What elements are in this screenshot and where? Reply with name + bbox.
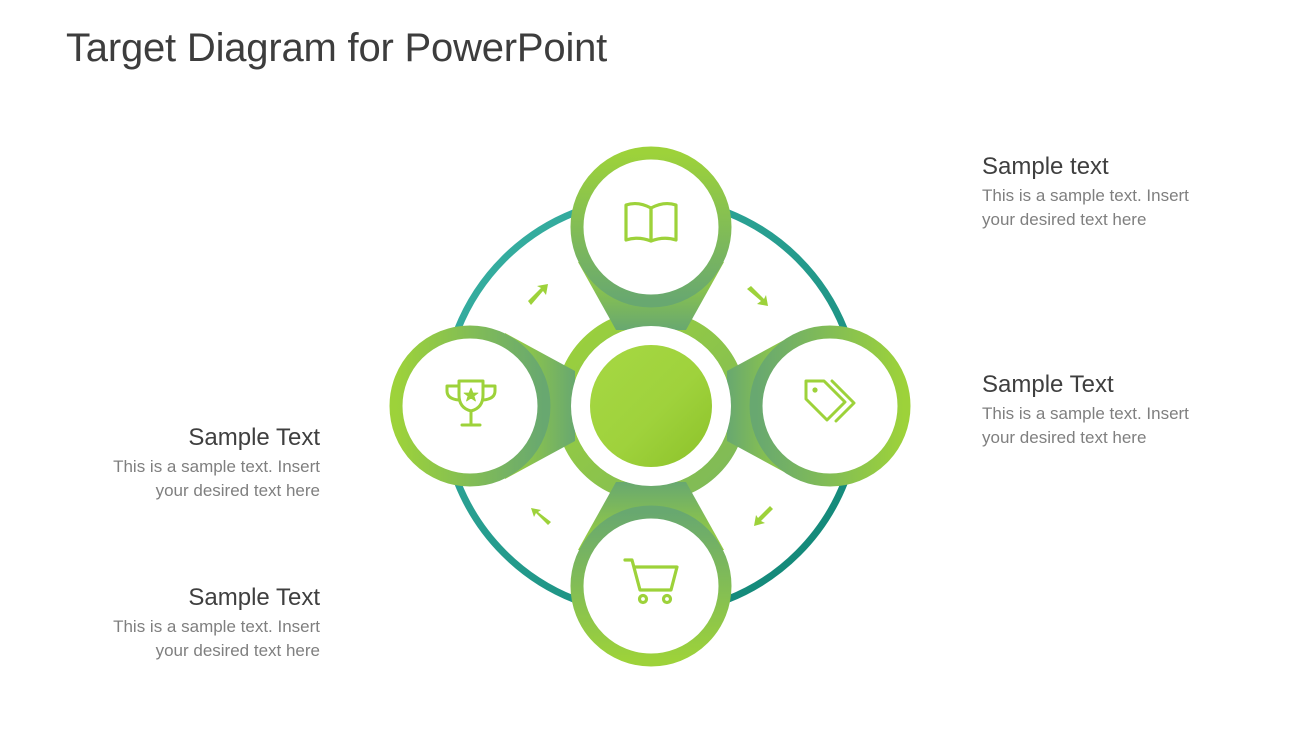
text-block-bottom-left: Sample Text This is a sample text. Inser… [60,583,320,663]
block-body: This is a sample text. Insert your desir… [982,184,1242,232]
center-disc [590,345,712,467]
open-book-icon [624,201,678,243]
block-body-line: your desired text here [155,481,320,500]
block-body-line: This is a sample text. Insert [982,404,1189,423]
block-heading: Sample Text [188,424,320,451]
price-tags-icon [804,379,856,423]
shopping-cart-icon [623,558,679,605]
arrow-down-left-icon [754,506,773,526]
block-body-line: This is a sample text. Insert [113,617,320,636]
block-body: This is a sample text. Insert your desir… [60,455,320,503]
arrow-up-right-icon [528,284,548,305]
block-body: This is a sample text. Insert your desir… [982,402,1242,450]
node-left[interactable] [389,325,551,487]
page-title: Target Diagram for PowerPoint [66,26,608,70]
block-heading: Sample Text [188,584,320,611]
arrow-down-right-icon [747,286,768,306]
block-heading: Sample text [982,153,1109,180]
node-top[interactable] [570,146,732,308]
block-body-line: your desired text here [155,641,320,660]
block-body-line: This is a sample text. Insert [982,186,1189,205]
arrow-up-left-icon [531,508,551,525]
block-body-line: your desired text here [982,210,1147,229]
block-heading: Sample Text [982,371,1114,398]
trophy-icon [445,379,497,427]
block-body: This is a sample text. Insert your desir… [60,615,320,663]
text-block-middle-right: Sample Text This is a sample text. Inser… [982,370,1242,450]
node-bottom[interactable] [570,505,732,667]
text-block-middle-left: Sample Text This is a sample text. Inser… [60,423,320,503]
text-block-top-right: Sample text This is a sample text. Inser… [982,152,1242,232]
node-right[interactable] [749,325,911,487]
block-body-line: This is a sample text. Insert [113,457,320,476]
block-body-line: your desired text here [982,428,1147,447]
